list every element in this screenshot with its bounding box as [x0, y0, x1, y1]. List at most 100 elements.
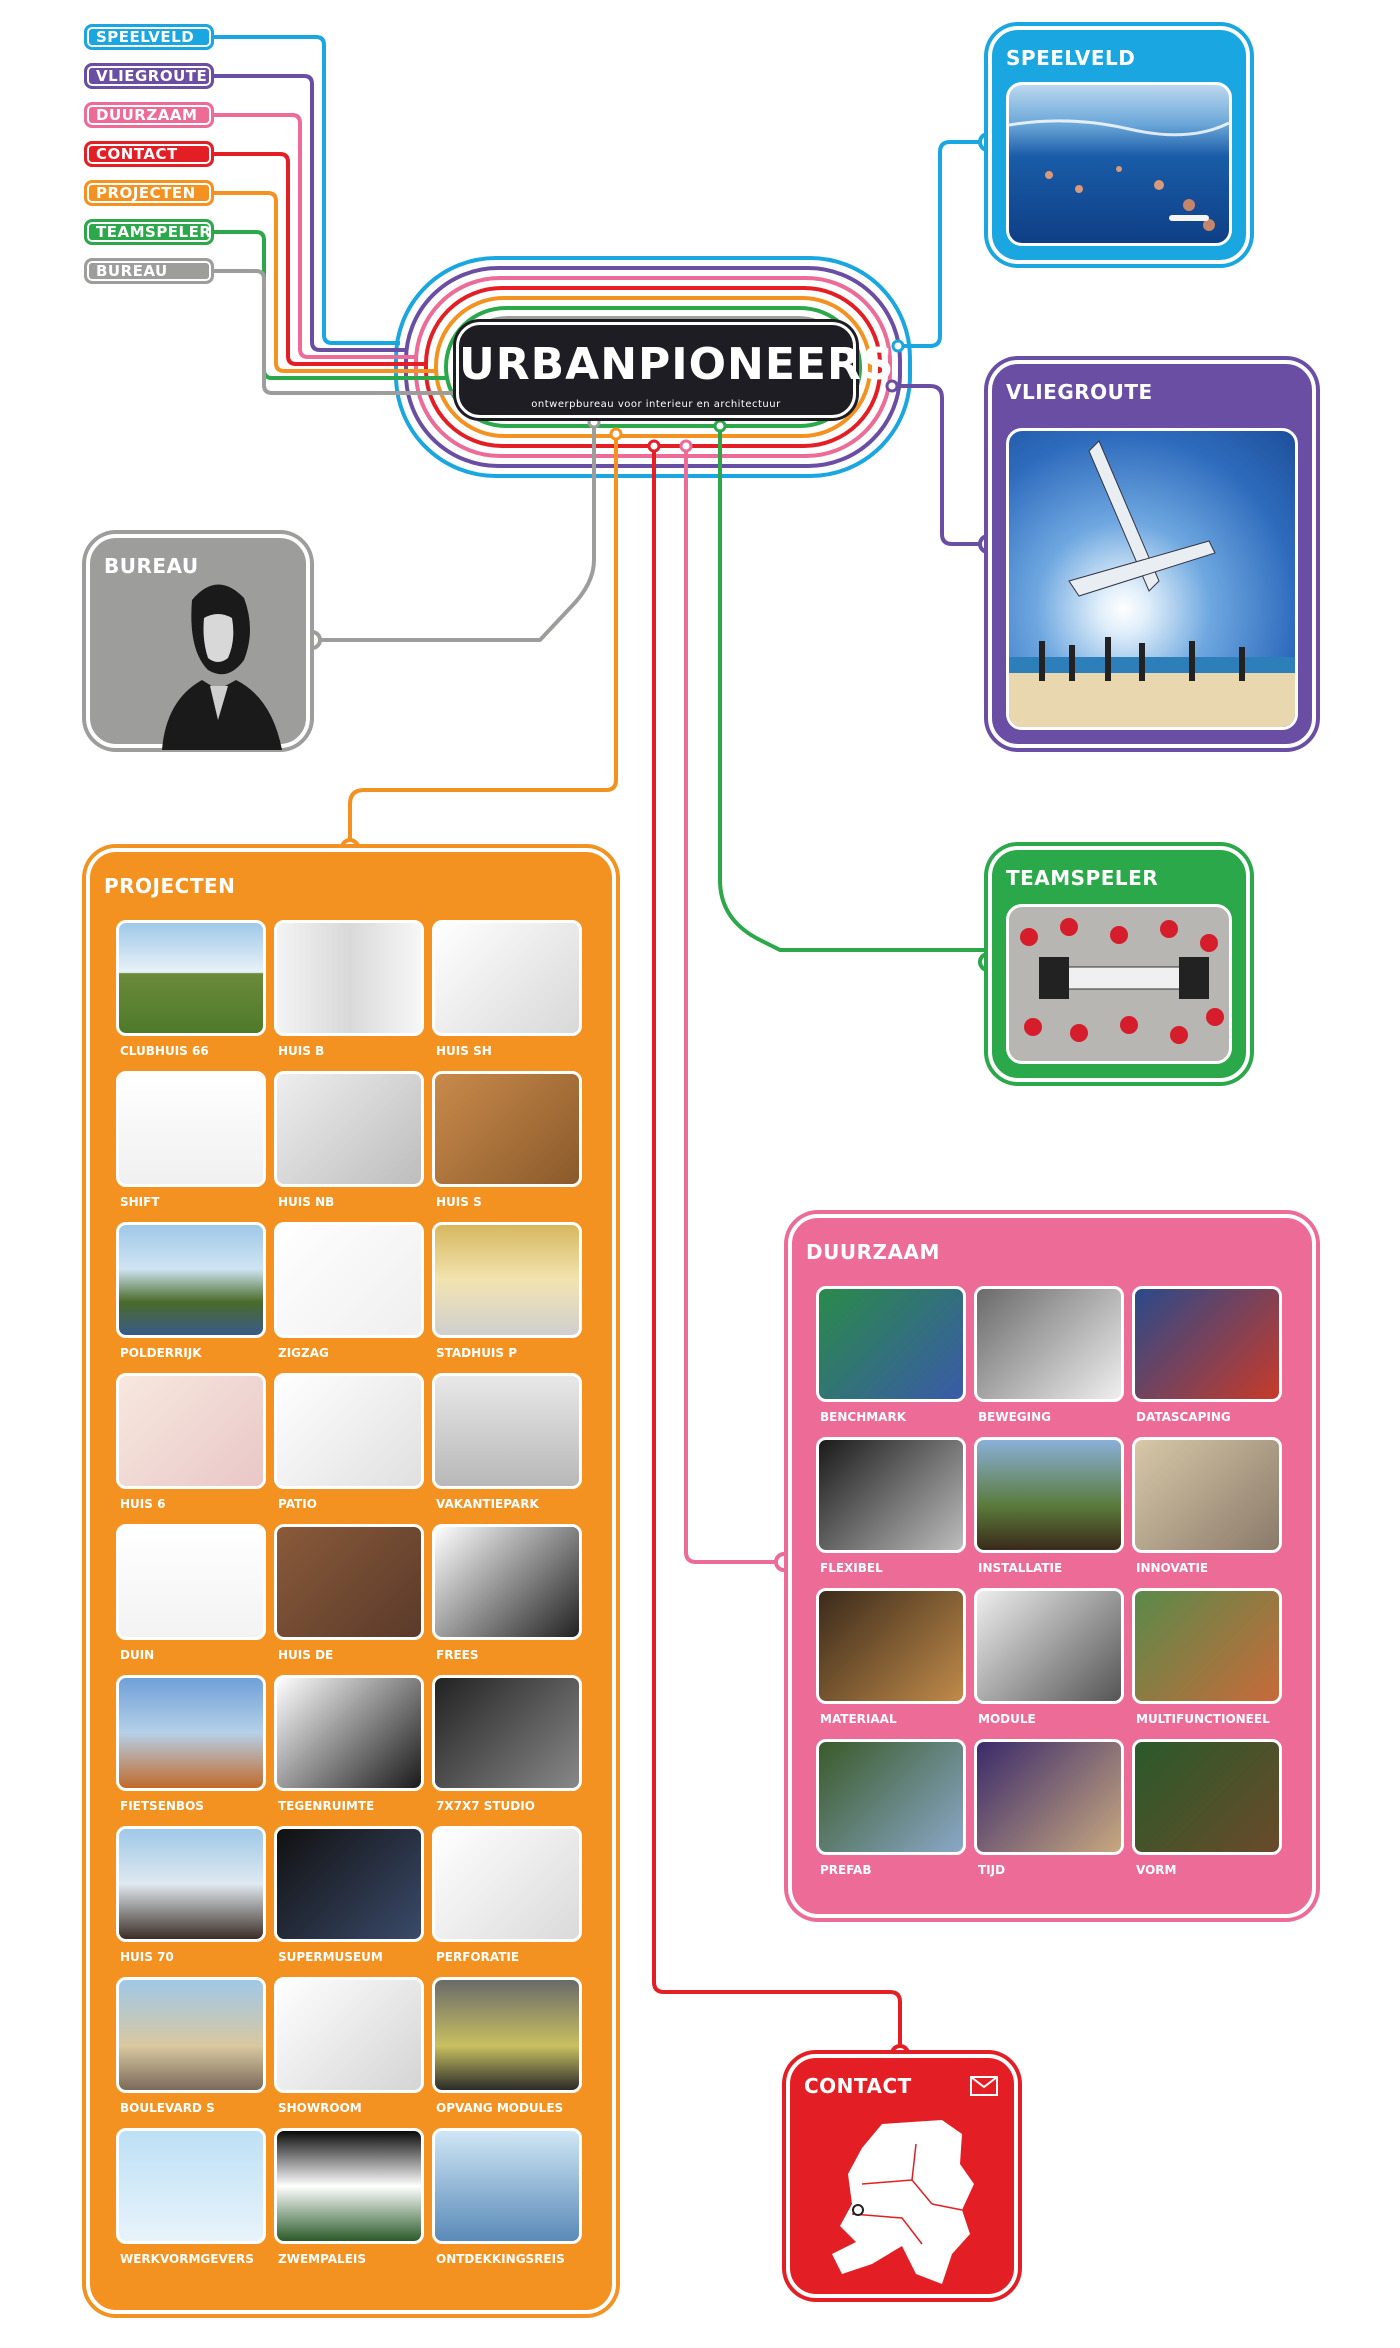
nav-item-duurzaam[interactable]: DUURZAAM [84, 102, 214, 128]
duurzaam-thumbnail[interactable]: BEWEGING [974, 1286, 1124, 1424]
duurzaam-thumbnail-image [974, 1286, 1124, 1402]
projecten-thumbnail-image [432, 1373, 582, 1489]
projecten-thumbnail-image [432, 920, 582, 1036]
projecten-thumbnail-image [274, 920, 424, 1036]
projecten-thumbnail[interactable]: PATIO [274, 1373, 424, 1511]
projecten-thumbnail[interactable]: VAKANTIEPARK [432, 1373, 582, 1511]
duurzaam-thumbnail-label: INSTALLATIE [978, 1561, 1063, 1575]
duurzaam-thumbnail-image [1132, 1588, 1282, 1704]
projecten-thumbnail[interactable]: OPVANG MODULES [432, 1977, 582, 2115]
panel-teamspeler[interactable]: TEAMSPELER [984, 842, 1254, 1086]
projecten-thumbnail[interactable]: PERFORATIE [432, 1826, 582, 1964]
projecten-thumbnail[interactable]: SUPERMUSEUM [274, 1826, 424, 1964]
projecten-thumbnail-image [274, 1826, 424, 1942]
projecten-thumbnail[interactable]: BOULEVARD S [116, 1977, 266, 2115]
projecten-thumbnail[interactable]: SHIFT [116, 1071, 266, 1209]
projecten-thumbnail-label: POLDERRIJK [120, 1346, 202, 1360]
projecten-thumbnail-image [274, 1222, 424, 1338]
projecten-thumbnail[interactable]: ONTDEKKINGSREIS [432, 2128, 582, 2266]
projecten-thumbnail-image [432, 1826, 582, 1942]
projecten-thumbnail-label: ONTDEKKINGSREIS [436, 2252, 565, 2266]
projecten-thumbnail-label: ZWEMPALEIS [278, 2252, 367, 2266]
projecten-thumbnail[interactable]: TEGENRUIMTE [274, 1675, 424, 1813]
projecten-thumbnail-label: VAKANTIEPARK [436, 1497, 539, 1511]
projecten-thumbnail[interactable]: HUIS B [274, 920, 424, 1058]
projecten-thumbnail-label: HUIS 6 [120, 1497, 166, 1511]
projecten-thumbnail[interactable]: HUIS NB [274, 1071, 424, 1209]
projecten-thumbnail[interactable]: HUIS S [432, 1071, 582, 1209]
panel-speelveld[interactable]: SPEELVELD [984, 22, 1254, 268]
duurzaam-thumbnail[interactable]: MATERIAAL [816, 1588, 966, 1726]
envelope-icon[interactable] [970, 2076, 998, 2096]
projecten-thumbnail-label: DUIN [120, 1648, 155, 1662]
projecten-thumbnail-image [116, 1071, 266, 1187]
nav-item-teamspeler[interactable]: TEAMSPELER [84, 219, 214, 245]
projecten-thumbnail[interactable]: FREES [432, 1524, 582, 1662]
duurzaam-thumbnail[interactable]: VORM [1132, 1739, 1282, 1877]
projecten-thumbnail[interactable]: HUIS 70 [116, 1826, 266, 1964]
logo-tagline: ontwerpbureau voor interieur en architec… [531, 399, 781, 410]
panel-title: TEAMSPELER [1006, 866, 1159, 890]
duurzaam-thumbnail[interactable]: MODULE [974, 1588, 1124, 1726]
nav-item-vliegroute[interactable]: VLIEGROUTE [84, 63, 214, 89]
vliegroute-photo [1006, 428, 1298, 730]
projecten-thumbnail-image [274, 1977, 424, 2093]
panel-contact[interactable]: CONTACT [782, 2050, 1022, 2302]
projecten-thumbnail-image [274, 1675, 424, 1791]
nav-item-contact[interactable]: CONTACT [84, 141, 214, 167]
projecten-thumbnail-label: FREES [436, 1648, 479, 1662]
projecten-thumbnail[interactable]: WERKVORMGEVERS [116, 2128, 266, 2266]
duurzaam-thumbnail-image [1132, 1286, 1282, 1402]
projecten-thumbnail[interactable]: HUIS DE [274, 1524, 424, 1662]
projecten-thumbnail-image [432, 1675, 582, 1791]
projecten-thumbnail[interactable]: HUIS 6 [116, 1373, 266, 1511]
projecten-thumbnail-label: SHOWROOM [278, 2101, 362, 2115]
nav-item-speelveld[interactable]: SPEELVELD [84, 24, 214, 50]
projecten-thumbnail[interactable]: POLDERRIJK [116, 1222, 266, 1360]
duurzaam-thumbnail-image [1132, 1739, 1282, 1855]
projecten-thumbnail-label: BOULEVARD S [120, 2101, 215, 2115]
duurzaam-thumbnail[interactable]: INNOVATIE [1132, 1437, 1282, 1575]
duurzaam-thumbnail[interactable]: PREFAB [816, 1739, 966, 1877]
projecten-thumbnail-label: HUIS B [278, 1044, 325, 1058]
projecten-thumbnail-image [432, 2128, 582, 2244]
panel-title: PROJECTEN [104, 874, 236, 898]
projecten-thumbnail[interactable]: ZWEMPALEIS [274, 2128, 424, 2266]
logo[interactable]: URBANPIONEERS ontwerpbureau voor interie… [456, 322, 894, 418]
duurzaam-thumbnail[interactable]: BENCHMARK [816, 1286, 966, 1424]
panel-vliegroute[interactable]: VLIEGROUTE [984, 356, 1320, 752]
duurzaam-thumbnail[interactable]: DATASCAPING [1132, 1286, 1282, 1424]
projecten-thumbnail-label: HUIS SH [436, 1044, 492, 1058]
projecten-thumbnail[interactable]: ZIGZAG [274, 1222, 424, 1360]
duurzaam-thumbnail[interactable]: MULTIFUNCTIONEEL [1132, 1588, 1282, 1726]
duurzaam-thumbnail[interactable]: FLEXIBEL [816, 1437, 966, 1575]
duurzaam-thumbnail-label: VORM [1136, 1863, 1177, 1877]
projecten-thumbnail-label: TEGENRUIMTE [278, 1799, 375, 1813]
projecten-thumbnail[interactable]: DUIN [116, 1524, 266, 1662]
panel-title: DUURZAAM [806, 1240, 940, 1264]
projecten-thumbnail-label: 7X7X7 STUDIO [436, 1799, 535, 1813]
projecten-thumbnail-image [116, 2128, 266, 2244]
projecten-thumbnail[interactable]: STADHUIS P [432, 1222, 582, 1360]
duurzaam-thumbnail[interactable]: INSTALLATIE [974, 1437, 1124, 1575]
projecten-thumbnail[interactable]: SHOWROOM [274, 1977, 424, 2115]
projecten-thumbnail[interactable]: 7X7X7 STUDIO [432, 1675, 582, 1813]
nav-item-projecten[interactable]: PROJECTEN [84, 180, 214, 206]
projecten-thumbnail-image [432, 1977, 582, 2093]
projecten-thumbnail[interactable]: HUIS SH [432, 920, 582, 1058]
duurzaam-thumbnail-image [816, 1437, 966, 1553]
projecten-thumbnail-label: WERKVORMGEVERS [120, 2252, 254, 2266]
projecten-thumbnail-label: CLUBHUIS 66 [120, 1044, 209, 1058]
duurzaam-thumbnail[interactable]: TIJD [974, 1739, 1124, 1877]
projecten-thumbnail-label: HUIS S [436, 1195, 482, 1209]
projecten-thumbnail-image [432, 1524, 582, 1640]
panel-title: CONTACT [804, 2074, 912, 2098]
nav-item-bureau[interactable]: BUREAU [84, 258, 214, 284]
bureau-portrait [162, 584, 282, 750]
projecten-thumbnail[interactable]: CLUBHUIS 66 [116, 920, 266, 1058]
projecten-thumbnail[interactable]: FIETSENBOS [116, 1675, 266, 1813]
projecten-thumbnail-image [432, 1071, 582, 1187]
projecten-thumbnail-image [116, 1977, 266, 2093]
panel-bureau[interactable]: BUREAU [82, 530, 314, 752]
